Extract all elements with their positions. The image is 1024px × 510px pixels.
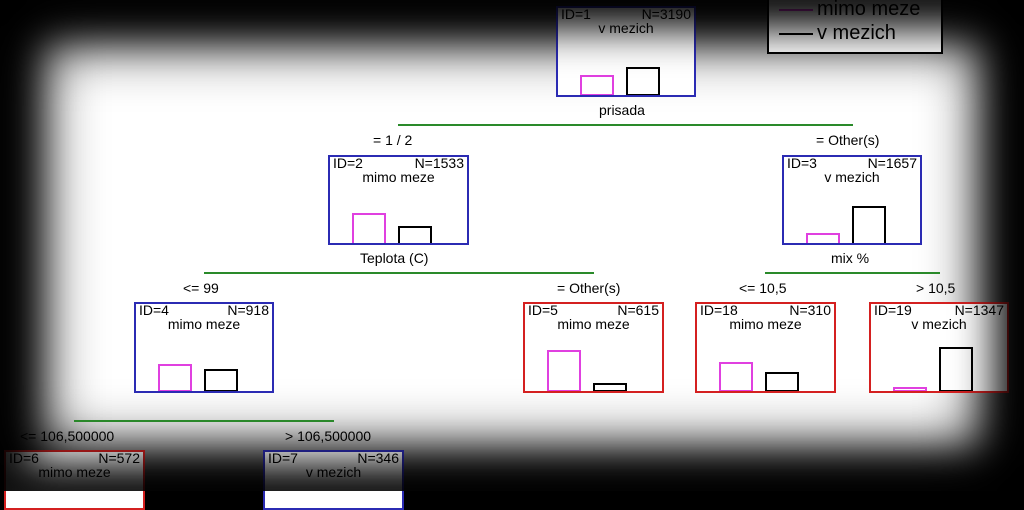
class-bar-v-mezich (626, 67, 660, 95)
node-id: ID=1 (561, 6, 591, 22)
node-count: N=615 (617, 302, 659, 318)
tree-node-7[interactable]: ID=7 N=346 v mezich (263, 450, 404, 510)
legend: mimo meze v mezich (767, 0, 943, 54)
tree-node-1[interactable]: ID=1 N=3190 v mezich (556, 6, 696, 97)
branch-label: <= 10,5 (739, 280, 787, 296)
node-count: N=572 (98, 450, 140, 466)
node-class: mimo meze (38, 464, 111, 480)
node-class: mimo meze (167, 316, 241, 332)
class-bar-mimo-meze (158, 364, 192, 391)
legend-label: v mezich (817, 22, 896, 44)
tree-node-2[interactable]: ID=2 N=1533 mimo meze (328, 155, 469, 245)
legend-swatch-black (779, 32, 813, 35)
class-bar-mimo-meze (352, 213, 386, 243)
tree-node-3[interactable]: ID=3 N=1657 v mezich (782, 155, 922, 245)
branch-label: = 1 / 2 (373, 132, 413, 148)
node-count: N=918 (227, 302, 269, 318)
branch-label: > 10,5 (916, 280, 956, 296)
class-bar-v-mezich (939, 347, 973, 391)
tree-node-5[interactable]: ID=5 N=615 mimo meze (523, 302, 664, 393)
split-line (765, 272, 940, 274)
legend-item-v-mezich: v mezich (779, 22, 896, 45)
class-bar-mimo-meze (806, 233, 840, 243)
split-line (74, 420, 334, 422)
node-class: v mezich (598, 20, 654, 36)
branch-label: = Other(s) (816, 132, 880, 148)
node-class: mimo meze (729, 316, 802, 332)
class-bar-v-mezich (593, 383, 627, 391)
class-bar-mimo-meze (893, 387, 927, 391)
legend-item-mimo-meze: mimo meze (779, 0, 920, 21)
branch-label: = Other(s) (557, 280, 621, 296)
node-id: ID=19 (874, 302, 912, 318)
node-id: ID=6 (9, 450, 39, 466)
node-id: ID=4 (139, 302, 169, 318)
class-bar-v-mezich (398, 226, 432, 243)
node-count: N=3190 (641, 6, 691, 22)
split-variable: mix % (831, 250, 870, 266)
legend-label: mimo meze (817, 0, 921, 20)
node-count: N=346 (357, 450, 399, 466)
node-count: N=310 (789, 302, 831, 318)
split-variable: Teplota (C) (360, 250, 429, 266)
branch-label: <= 106,500000 (20, 428, 115, 444)
tree-node-6[interactable]: ID=6 N=572 mimo meze (4, 450, 145, 510)
class-bar-mimo-meze (719, 362, 753, 391)
node-class: v mezich (305, 464, 362, 480)
split-line (204, 272, 594, 274)
class-bar-v-mezich (204, 369, 238, 391)
branch-label: <= 99 (183, 280, 219, 296)
split-line (398, 124, 853, 126)
class-bar-mimo-meze (580, 75, 614, 95)
node-count: N=1533 (414, 155, 464, 171)
class-bar-v-mezich (765, 372, 799, 391)
node-count: N=1347 (954, 302, 1004, 318)
node-class: mimo meze (557, 316, 630, 332)
node-class: v mezich (824, 169, 880, 185)
node-id: ID=18 (700, 302, 738, 318)
branch-label: > 106,500000 (285, 428, 372, 444)
node-class: v mezich (911, 316, 967, 332)
node-id: ID=5 (528, 302, 558, 318)
node-count: N=1657 (867, 155, 917, 171)
tree-node-18[interactable]: ID=18 N=310 mimo meze (695, 302, 836, 393)
node-id: ID=2 (333, 155, 363, 171)
class-bar-mimo-meze (547, 350, 581, 391)
class-bar-v-mezich (852, 206, 886, 243)
split-variable: prisada (599, 102, 645, 118)
node-class: mimo meze (362, 169, 435, 185)
tree-node-19[interactable]: ID=19 N=1347 v mezich (869, 302, 1009, 393)
node-id: ID=7 (268, 450, 298, 466)
legend-swatch-pink (779, 8, 813, 11)
node-id: ID=3 (787, 155, 817, 171)
tree-node-4[interactable]: ID=4 N=918 mimo meze (134, 302, 274, 393)
